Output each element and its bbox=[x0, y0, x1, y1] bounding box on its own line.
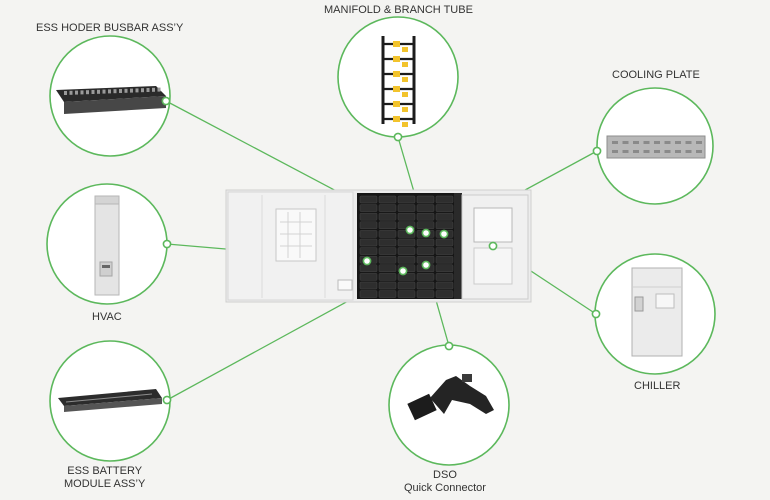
battery-cell bbox=[416, 273, 435, 281]
battery-cell bbox=[359, 238, 378, 247]
battery-cell bbox=[378, 281, 397, 290]
connector-dot bbox=[444, 341, 454, 351]
ess-container bbox=[225, 189, 532, 303]
battery-cell bbox=[416, 290, 435, 298]
connector-icon bbox=[407, 374, 494, 421]
connector-dot bbox=[162, 239, 172, 249]
connector-dot bbox=[398, 266, 408, 276]
battery-cell bbox=[378, 255, 397, 264]
battery-cell bbox=[435, 247, 454, 255]
label-line: DSO bbox=[433, 469, 457, 481]
battery-module-icon bbox=[58, 389, 162, 412]
label-busbar: ESS HODER BUSBAR ASS’Y bbox=[36, 22, 183, 35]
busbar-icon bbox=[56, 86, 166, 114]
battery-cell bbox=[435, 255, 454, 264]
connector-dot bbox=[405, 225, 415, 235]
label-cooling-plate: COOLING PLATE bbox=[612, 69, 700, 82]
label-line: MODULE ASS’Y bbox=[64, 478, 146, 490]
battery-cell bbox=[359, 221, 378, 230]
label-chiller: CHILLER bbox=[634, 380, 680, 393]
battery-cell bbox=[359, 212, 378, 221]
battery-cell bbox=[359, 204, 378, 212]
label-hvac: HVAC bbox=[92, 311, 122, 324]
battery-cell bbox=[416, 281, 435, 290]
battery-cell bbox=[397, 281, 416, 290]
connector-dot bbox=[439, 229, 449, 239]
battery-cell bbox=[435, 264, 454, 273]
component-callouts bbox=[46, 16, 716, 466]
battery-cell bbox=[378, 290, 397, 298]
connector-dot bbox=[591, 309, 601, 319]
battery-cell bbox=[435, 212, 454, 221]
battery-cell bbox=[359, 281, 378, 290]
battery-cell bbox=[416, 247, 435, 255]
cooling-plate-icon bbox=[606, 135, 706, 159]
battery-cell bbox=[416, 195, 435, 204]
battery-cell bbox=[416, 212, 435, 221]
battery-cell bbox=[397, 247, 416, 255]
manifold-icon bbox=[381, 36, 416, 127]
connector-dot bbox=[592, 146, 602, 156]
battery-cell bbox=[435, 273, 454, 281]
battery-cell bbox=[378, 238, 397, 247]
connector-dot bbox=[421, 228, 431, 238]
battery-cell bbox=[359, 230, 378, 238]
battery-cell bbox=[435, 204, 454, 212]
battery-cell bbox=[435, 195, 454, 204]
battery-cell bbox=[397, 255, 416, 264]
label-line: ESS HODER BUSBAR ASS’Y bbox=[36, 22, 184, 34]
battery-cell bbox=[359, 264, 378, 273]
connector-dot bbox=[393, 132, 403, 142]
battery-cell bbox=[359, 273, 378, 281]
battery-cell bbox=[397, 238, 416, 247]
battery-cell bbox=[416, 238, 435, 247]
battery-cell bbox=[378, 221, 397, 230]
battery-cell bbox=[378, 273, 397, 281]
battery-cell bbox=[378, 264, 397, 273]
connector-dot bbox=[421, 260, 431, 270]
battery-cell bbox=[397, 290, 416, 298]
battery-cell bbox=[397, 204, 416, 212]
battery-cell bbox=[435, 221, 454, 230]
label-line: ESS BATTERY bbox=[67, 465, 143, 477]
battery-cell bbox=[435, 281, 454, 290]
battery-cell bbox=[359, 195, 378, 204]
battery-cell bbox=[397, 195, 416, 204]
battery-cell bbox=[359, 247, 378, 255]
battery-cell bbox=[378, 230, 397, 238]
label-battery-module: ESS BATTERY MODULE ASS’Y bbox=[64, 465, 145, 491]
battery-cell bbox=[378, 212, 397, 221]
battery-rack-modules bbox=[359, 195, 454, 298]
label-line: HVAC bbox=[92, 311, 122, 323]
battery-cell bbox=[397, 212, 416, 221]
connector-dot bbox=[362, 256, 372, 266]
connector-dot bbox=[161, 96, 171, 106]
battery-cell bbox=[359, 290, 378, 298]
label-line: COOLING PLATE bbox=[612, 69, 700, 81]
battery-cell bbox=[378, 195, 397, 204]
battery-cell bbox=[435, 290, 454, 298]
battery-cell bbox=[435, 238, 454, 247]
chiller-icon bbox=[631, 267, 683, 357]
label-manifold: MANIFOLD & BRANCH TUBE bbox=[324, 4, 473, 17]
label-line: Quick Connector bbox=[404, 482, 486, 494]
battery-cell bbox=[416, 204, 435, 212]
battery-cell bbox=[378, 247, 397, 255]
label-line: CHILLER bbox=[634, 380, 681, 392]
connector-dot bbox=[162, 395, 172, 405]
connector-dots bbox=[161, 96, 602, 405]
connector-dot bbox=[488, 241, 498, 251]
battery-cell bbox=[416, 221, 435, 230]
battery-cell bbox=[378, 204, 397, 212]
hvac-icon bbox=[94, 195, 120, 296]
label-dso: DSO Quick Connector bbox=[404, 469, 486, 495]
label-line: MANIFOLD & BRANCH TUBE bbox=[324, 4, 473, 16]
